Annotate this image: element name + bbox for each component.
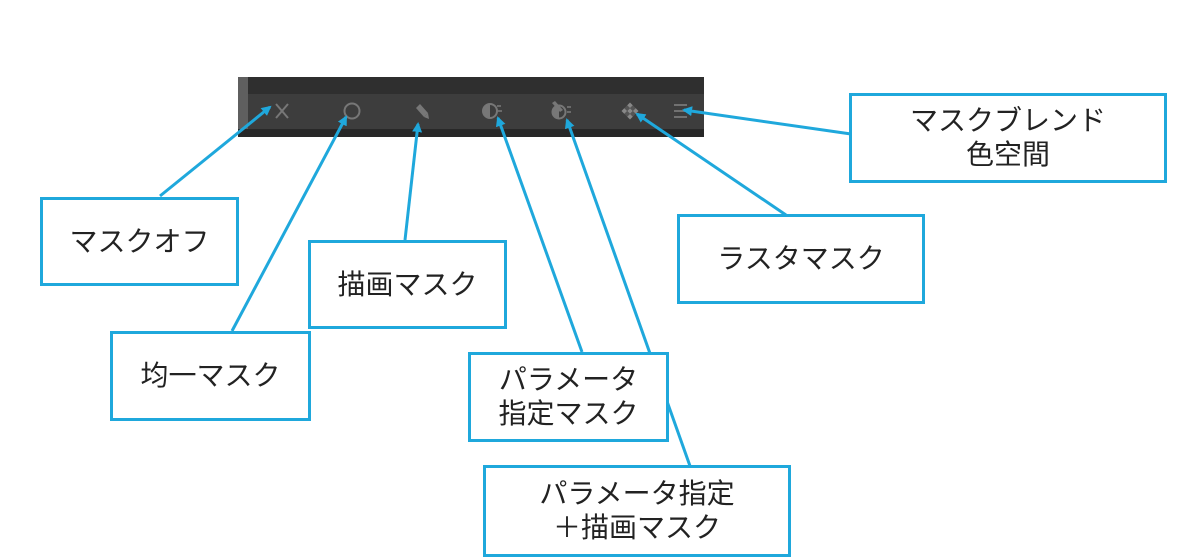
menu-icon [674, 104, 687, 118]
label-param-draw-mask: パラメータ指定 ＋描画マスク [483, 465, 791, 557]
label-param-mask: パラメータ 指定マスク [468, 352, 669, 442]
uniform-mask-button[interactable] [337, 94, 367, 129]
parameter-mask-icon [482, 103, 502, 119]
checker-icon [621, 102, 639, 120]
pen-icon [416, 104, 429, 119]
circle-icon [343, 102, 361, 120]
mask-toolbar [238, 77, 704, 137]
toolbar-drag-handle[interactable] [238, 77, 248, 133]
mask-off-button[interactable] [268, 94, 298, 129]
draw-mask-button[interactable] [406, 94, 436, 129]
toolbar-bottom-bar [238, 129, 704, 137]
connector-param-mask [495, 116, 584, 353]
label-draw-mask: 描画マスク [308, 240, 507, 329]
label-blend-colorspace: マスクブレンド 色空間 [849, 93, 1167, 183]
blend-colorspace-button[interactable] [670, 94, 700, 129]
label-raster-mask: ラスタマスク [677, 214, 925, 304]
label-uniform-mask: 均一マスク [110, 331, 311, 421]
parameter-draw-mask-icon [551, 101, 571, 120]
raster-mask-button[interactable] [615, 94, 645, 129]
toolbar-top-bar [248, 77, 704, 94]
connector-blend-colorspace [682, 106, 852, 136]
parameter-draw-mask-button[interactable] [545, 94, 575, 129]
close-icon [275, 103, 289, 119]
label-mask-off: マスクオフ [40, 197, 239, 286]
connector-draw-mask [403, 122, 423, 241]
parameter-mask-button[interactable] [476, 94, 506, 129]
